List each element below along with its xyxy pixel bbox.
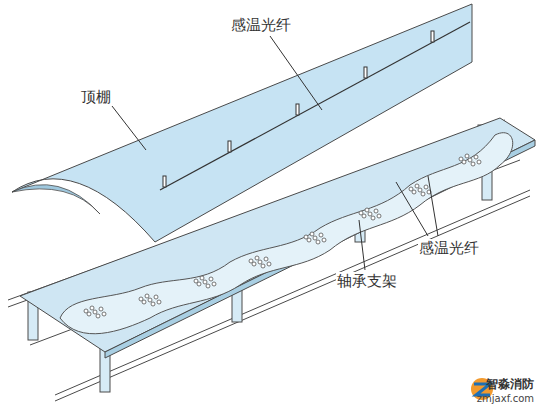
coal-dot — [322, 238, 326, 242]
coal-dot — [157, 300, 161, 304]
coal-dot — [151, 302, 155, 306]
fiber-label: 感温光纤 — [230, 16, 292, 34]
coal-dot — [424, 185, 428, 189]
coal-dot — [409, 187, 413, 191]
coal-dot — [264, 257, 268, 261]
coal-dot — [471, 162, 475, 166]
coal-dot — [139, 297, 143, 301]
coal-dot — [459, 157, 463, 161]
coal-dot — [212, 282, 216, 286]
coal-dot — [84, 309, 88, 313]
coal-dot — [209, 277, 213, 281]
coal-dot — [474, 155, 478, 159]
coal-dot — [261, 264, 265, 268]
watermark-text: 智淼消防 — [485, 377, 535, 391]
coal-dot — [319, 233, 323, 237]
coal-dot — [421, 192, 425, 196]
coal-dot — [368, 212, 372, 216]
coal-dot — [102, 312, 106, 316]
fiber-label: 感温光纤 — [418, 239, 480, 257]
coal-dot — [267, 262, 271, 266]
coal-dot — [206, 284, 210, 288]
coal-dot — [90, 306, 94, 310]
coal-dot — [255, 256, 259, 260]
coal-dot — [194, 279, 198, 283]
coal-dot — [96, 314, 100, 318]
coal-dot — [304, 235, 308, 239]
coal-dot — [93, 310, 97, 314]
coal-dot — [365, 208, 369, 212]
coal-dot — [374, 209, 378, 213]
coal-dot — [477, 160, 481, 164]
coal-dot — [371, 216, 375, 220]
coal-dot — [468, 158, 472, 162]
coal-dot — [148, 298, 152, 302]
coal-dot — [316, 240, 320, 244]
coal-dot — [200, 276, 204, 280]
coal-dot — [154, 295, 158, 299]
coal-dot — [359, 211, 363, 215]
coal-dot — [99, 307, 103, 311]
roof-label: 顶棚 — [80, 88, 112, 106]
coal-dot — [415, 184, 419, 188]
coal-dot — [249, 259, 253, 263]
coal-dot — [310, 232, 314, 236]
coal-dot — [313, 236, 317, 240]
bracket-label: 轴承支架 — [336, 272, 398, 290]
coal-dot — [418, 188, 422, 192]
coal-dot — [377, 214, 381, 218]
coal-dot — [465, 154, 469, 158]
coal-dot — [258, 260, 262, 264]
coal-dot — [145, 294, 149, 298]
watermark-url: zmjaxf.com — [476, 393, 535, 405]
coal-dot — [203, 280, 207, 284]
